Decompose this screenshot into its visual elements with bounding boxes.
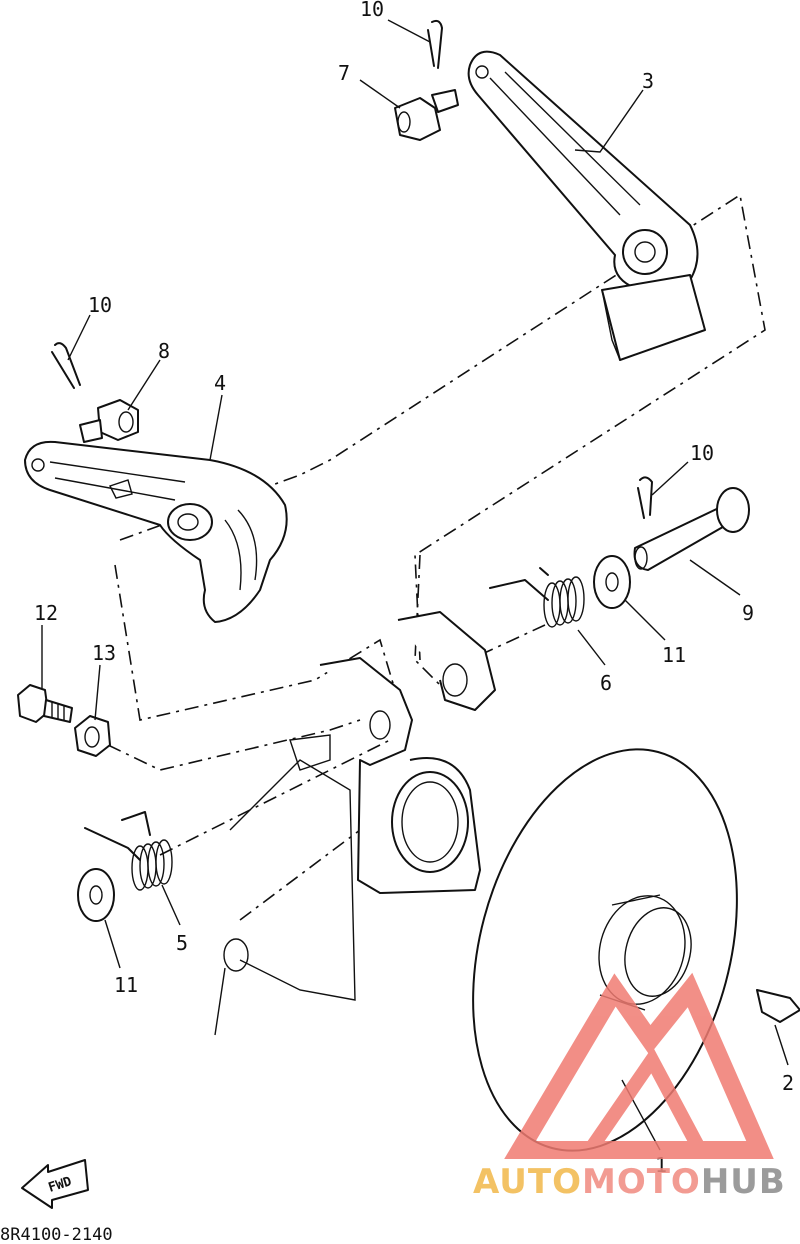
lever-arm-part-4 (24, 440, 288, 623)
cotter-pin-part-10-top (427, 19, 443, 69)
washer-part-11-left (77, 868, 115, 922)
fwd-label: FWD (47, 1174, 74, 1196)
key-part-2 (756, 989, 800, 1023)
callout-7: 7 (338, 61, 350, 85)
joint-part-7 (394, 89, 459, 141)
callout-11-left: 11 (114, 973, 138, 997)
automotohub-watermark: AUTOMOTOHUB (473, 972, 786, 1202)
joint-part-8 (79, 399, 139, 443)
watermark-triangle-icon (504, 972, 774, 1159)
callout-12: 12 (34, 601, 58, 625)
callout-8: 8 (158, 339, 170, 363)
part-code: 8R4100-2140 (0, 1225, 113, 1244)
callout-11-right: 11 (662, 643, 686, 667)
callout-labels: 10 7 3 10 8 4 10 9 11 6 12 13 5 11 2 1 (34, 0, 794, 1177)
spring-part-6 (489, 567, 585, 628)
leader-lines (41, 19, 789, 1151)
cotter-pin-part-10-left (51, 342, 81, 389)
washer-part-11-right (593, 555, 631, 609)
callout-2: 2 (782, 1071, 794, 1095)
callout-10-left: 10 (88, 293, 112, 317)
callout-10-right: 10 (690, 441, 714, 465)
forward-arrow: FWD (21, 1159, 89, 1209)
watermark-hub: HUB (701, 1162, 786, 1202)
callout-10-top: 10 (360, 0, 384, 21)
nut-part-13 (74, 715, 111, 757)
cotter-pin-part-10-right (637, 476, 653, 519)
svg-text:AUTOMOTOHUB: AUTOMOTOHUB (473, 1162, 786, 1202)
watermark-moto: MOTO (582, 1162, 701, 1202)
pin-part-9 (633, 487, 750, 571)
callout-9: 9 (742, 601, 754, 625)
callout-13: 13 (92, 641, 116, 665)
disc-part-1 (472, 748, 738, 1152)
callout-3: 3 (642, 69, 654, 93)
bolt-part-12 (17, 684, 73, 723)
lever-arm-part-3 (467, 50, 706, 361)
callout-6: 6 (600, 671, 612, 695)
callout-4: 4 (214, 371, 226, 395)
callout-5: 5 (176, 931, 188, 955)
bracket-assembly (214, 611, 496, 1036)
watermark-auto: AUTO (473, 1162, 582, 1202)
spring-part-5 (84, 811, 173, 891)
